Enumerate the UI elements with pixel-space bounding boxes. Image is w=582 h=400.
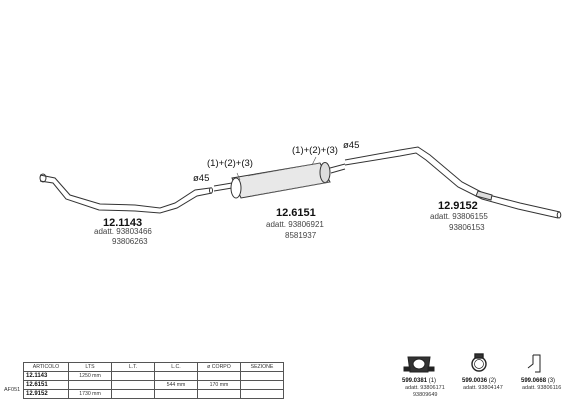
accessory-ref-3: adatt. 93806116 [522, 385, 562, 391]
callout-right-muffler: (1)+(2)+(3) [292, 145, 338, 156]
col-lt: L.T. [111, 362, 155, 372]
col-corpo: ø CORPO [197, 362, 241, 372]
part-code-2: 12.6151 [276, 207, 316, 219]
center-muffler [213, 162, 346, 199]
front-pipe [39, 173, 213, 214]
accessory-code-2: 599.0036 (2) [462, 378, 497, 384]
specs-table: ARTICOLO LTS L.T. L.C. ø CORPO SEZIONE 1… [23, 362, 284, 399]
ring-clamp-icon [471, 353, 487, 372]
accessory-code-1: 599.0381 (1) [402, 378, 437, 384]
part-ref2-1: 93806263 [112, 237, 148, 246]
accessory-ref2-1: 93809649 [413, 392, 438, 398]
callout-left-muffler: (1)+(2)+(3) [207, 158, 253, 169]
table-row: 12.1143 1250 mm [23, 371, 284, 381]
accessory-code-3: 599.0668 (3) [521, 378, 556, 384]
part-refs-3: adatt. 93806155 [430, 212, 488, 221]
part-ref2-3: 93806153 [449, 223, 485, 232]
hanger-icon [527, 354, 541, 373]
part-refs-1: adatt. 93803466 [94, 227, 152, 236]
col-articolo: ARTICOLO [23, 362, 69, 372]
table-row: 12.6151 544 mm 170 mm [23, 380, 284, 390]
accessory-ref-1: adatt. 93806171 [405, 385, 445, 391]
diameter-left: ø45 [193, 173, 210, 184]
part-code-1: 12.1143 [103, 217, 143, 229]
accessory-ref-2: adatt. 93804147 [463, 385, 503, 391]
rear-pipe [344, 146, 562, 219]
side-label: AF051 [4, 387, 21, 393]
part-refs-2: adatt. 93806921 [266, 220, 324, 229]
clamp-icon [403, 356, 435, 373]
part-ref2-2: 8581937 [285, 231, 317, 240]
table-row: 12.9152 1730 mm [23, 389, 284, 399]
part-code-3: 12.9152 [438, 200, 478, 212]
col-lts: LTS [68, 362, 112, 372]
col-lc: L.C. [154, 362, 198, 372]
col-sezione: SEZIONE [240, 362, 284, 372]
diameter-right: ø45 [343, 140, 360, 151]
